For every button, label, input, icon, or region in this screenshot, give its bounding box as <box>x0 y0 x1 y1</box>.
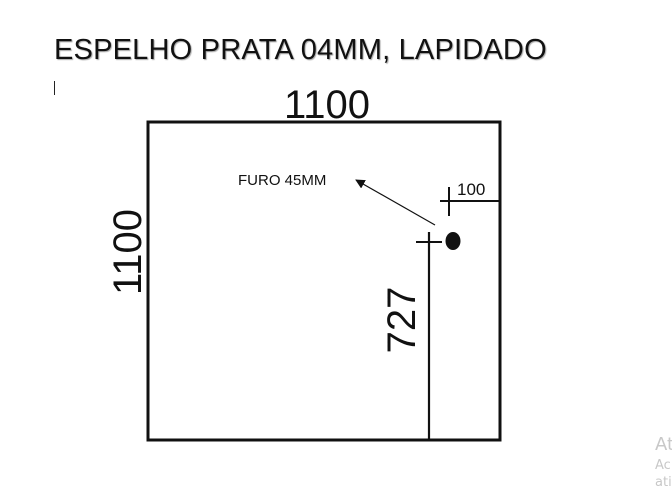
watermark-line-2: Ac <box>655 458 671 473</box>
hole-label: FURO 45MM <box>238 172 326 189</box>
hole-pointer-arrow <box>355 179 436 226</box>
hole-marker <box>445 232 461 250</box>
height-dimension-label: 1100 <box>106 209 150 295</box>
width-dimension-label: 1100 <box>284 83 370 127</box>
page-title: ESPELHO PRATA 04MM, LAPIDADO <box>54 34 547 66</box>
watermark-line-1: At <box>655 434 672 455</box>
bottom-offset-label: 727 <box>380 287 424 354</box>
right-offset-label: 100 <box>457 180 485 199</box>
watermark-line-3: ati <box>655 475 672 490</box>
mirror-outline <box>146 120 502 442</box>
text-cursor <box>54 81 55 95</box>
